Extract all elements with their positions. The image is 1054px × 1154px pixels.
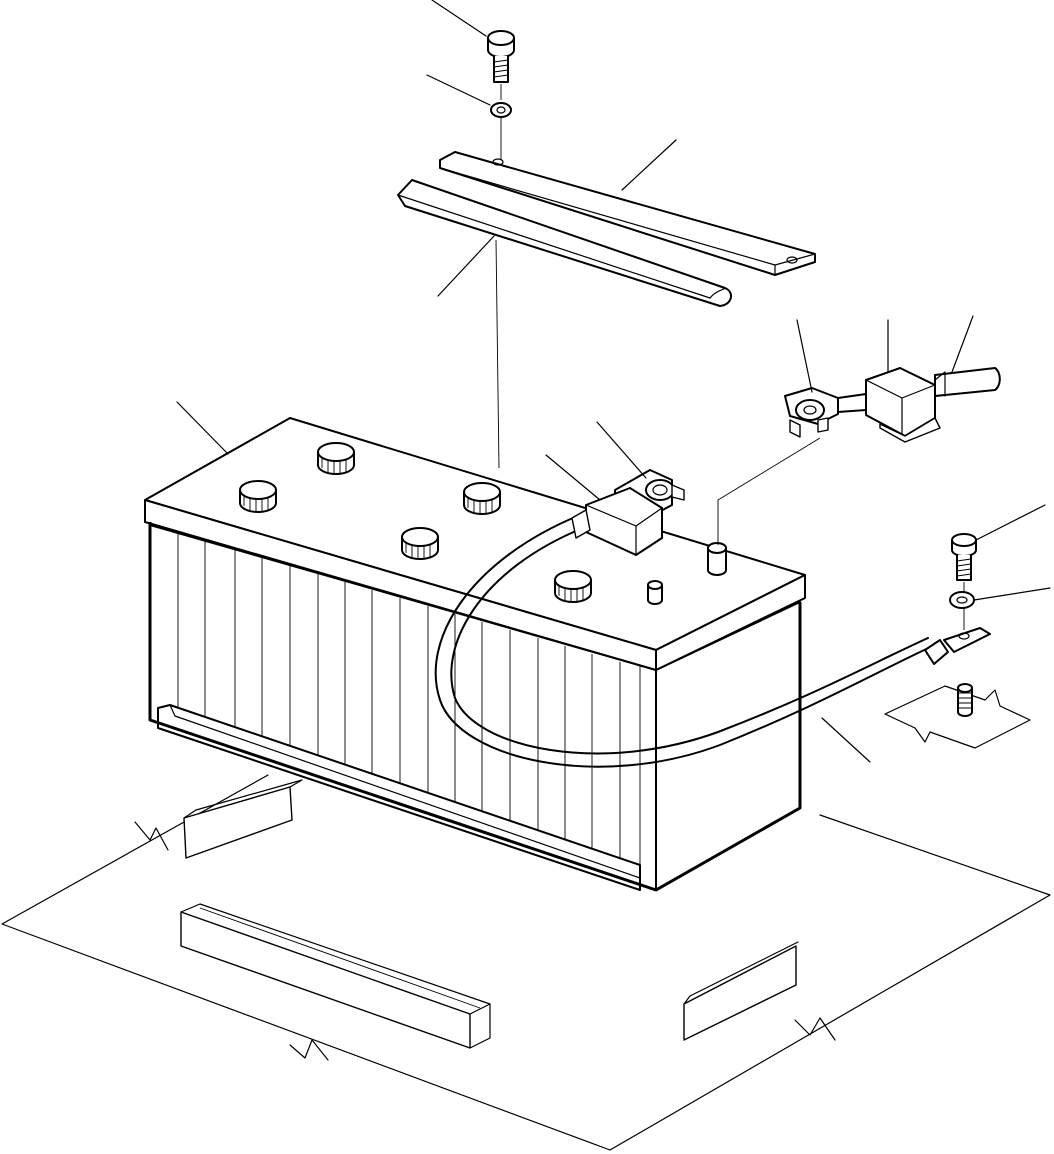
leader-negative-clamp (796, 319, 813, 393)
leader-bolt-ground (975, 504, 1046, 541)
hold-down-bar (439, 151, 816, 276)
terminal-posts (647, 542, 727, 605)
vent-caps (239, 442, 592, 603)
washer-top (490, 102, 512, 118)
battery-tray (1, 774, 1051, 1151)
leader-terminal-cover (545, 454, 601, 501)
leader-rubber-pad (437, 235, 495, 297)
leader-negative-cable (951, 315, 974, 373)
vent-cap-1 (317, 442, 355, 475)
washer-ground (949, 591, 975, 609)
bolt-top (487, 30, 515, 83)
ground-stud (884, 683, 1031, 749)
leader-bolt-top (431, 0, 487, 37)
battery-cell-ridges (177, 534, 641, 880)
leader-ground-cable (821, 717, 871, 763)
rubber-pad (397, 179, 732, 307)
vent-cap-3 (463, 482, 501, 515)
negative-clamp (784, 387, 867, 438)
callout-leaders (176, 0, 1051, 763)
assembly-lines (495, 84, 965, 630)
negative-cable-stub (934, 367, 1001, 397)
leader-washer-ground (973, 587, 1051, 601)
vent-cap-2 (239, 480, 277, 513)
battery (144, 417, 806, 892)
leader-positive-terminal (596, 421, 647, 479)
vent-cap-5 (554, 570, 592, 603)
vent-cap-4 (401, 527, 439, 560)
post-positive (647, 580, 663, 605)
negative-boot (865, 367, 941, 443)
positive-cable (434, 514, 936, 768)
ground-cable (924, 627, 991, 665)
leader-washer-top (426, 74, 491, 106)
terminal-cover (571, 487, 663, 556)
leader-battery (176, 401, 229, 455)
bolt-ground (951, 533, 977, 581)
leader-hold-down-bar (621, 139, 677, 191)
post-negative (707, 542, 727, 576)
